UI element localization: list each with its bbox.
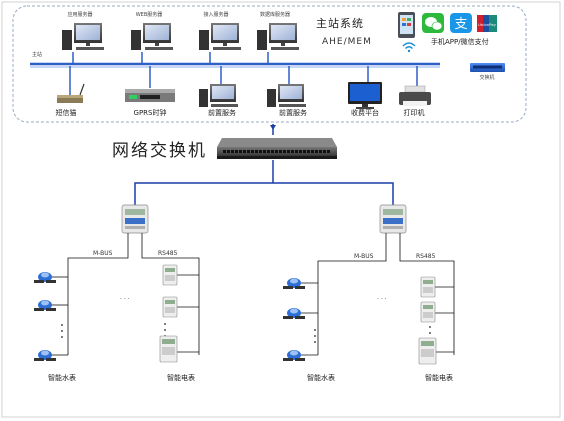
ellipsis: · · ·: [377, 296, 387, 303]
rs485-label: RS485: [158, 250, 178, 257]
water-meter-label: 智能水表: [307, 374, 335, 382]
data-concentrator-icon: [379, 204, 407, 234]
electric-meter-icon: [420, 301, 436, 323]
main-station-zone: [12, 5, 527, 123]
monitor-icon: [348, 82, 382, 109]
svg-text:支: 支: [454, 17, 467, 32]
device-drop-lines: [69, 66, 418, 95]
sms-modem-icon: [57, 83, 85, 103]
mbus-label: M-BUS: [93, 250, 113, 257]
field-wiring-right: [301, 233, 455, 356]
ellipsis: · · ·: [120, 296, 130, 303]
server-label: 应用服务器: [67, 12, 93, 18]
desktop-computer-icon: [131, 23, 173, 50]
wifi-icon: [402, 42, 416, 53]
core-switch-icon: [217, 138, 337, 159]
desktop-computer-icon: [267, 84, 306, 107]
water-meter-label: 智能水表: [48, 374, 76, 382]
wechat-icon: [422, 13, 444, 33]
more-devices-dots: [61, 323, 431, 343]
device-label: 前置服务: [208, 109, 236, 117]
unionpay-text: UnionPay: [478, 22, 496, 27]
core-switch-title: 网络交换机: [112, 141, 207, 161]
device-label: 收费平台: [351, 109, 379, 117]
electric-meter-label: 智能电表: [167, 374, 195, 382]
electric-meter-icon: [162, 264, 178, 286]
desktop-computer-icon: [62, 23, 104, 50]
uplink-line: [270, 124, 276, 135]
electric-meter-icon: [162, 296, 178, 318]
printer-icon: [399, 85, 431, 106]
server-label: WEB服务器: [135, 12, 163, 18]
rs485-label: RS485: [416, 253, 436, 260]
switch-label: 交换机: [479, 75, 495, 81]
access-switch-icon: [470, 63, 505, 72]
desktop-computer-icon: [199, 84, 238, 107]
server-label: 接入服务器: [203, 12, 229, 18]
water-meter-icon: [34, 300, 56, 311]
device-label: GPRS时钟: [133, 109, 167, 117]
water-meter-icon: [283, 308, 305, 319]
electric-meter-label: 智能电表: [425, 374, 453, 382]
water-meter-icon: [34, 350, 56, 361]
water-meter-icon: [283, 350, 305, 361]
concentrator-links: [134, 160, 394, 205]
main-station-title: 主站系统: [316, 17, 364, 30]
desktop-computer-icon: [199, 23, 241, 50]
data-concentrator-icon: [121, 204, 149, 234]
desktop-computer-icon: [257, 23, 299, 50]
field-wiring-left: [52, 233, 200, 356]
alipay-icon: 支: [450, 13, 472, 33]
mbus-label: M-BUS: [354, 253, 374, 260]
electric-meter-icon: [159, 335, 178, 363]
server-label: 数据库服务器: [259, 12, 291, 18]
device-label: 打印机: [403, 109, 425, 117]
water-meter-icon: [283, 278, 305, 289]
mobile-phone-icon: [398, 12, 415, 38]
device-label: 前置服务: [279, 109, 307, 117]
main-station-subtitle: AHE/MEM: [322, 37, 372, 47]
unionpay-icon: UnionPay: [477, 15, 497, 32]
main-bus-label: 主站: [32, 52, 43, 58]
gprs-clock-icon: [125, 89, 175, 102]
server-drop-lines: [72, 52, 269, 64]
electric-meter-icon: [418, 337, 437, 365]
water-meter-icon: [34, 272, 56, 283]
payment-label: 手机APP/微信支付: [431, 38, 489, 46]
device-label: 短信猫: [55, 109, 77, 117]
electric-meter-icon: [420, 276, 436, 298]
